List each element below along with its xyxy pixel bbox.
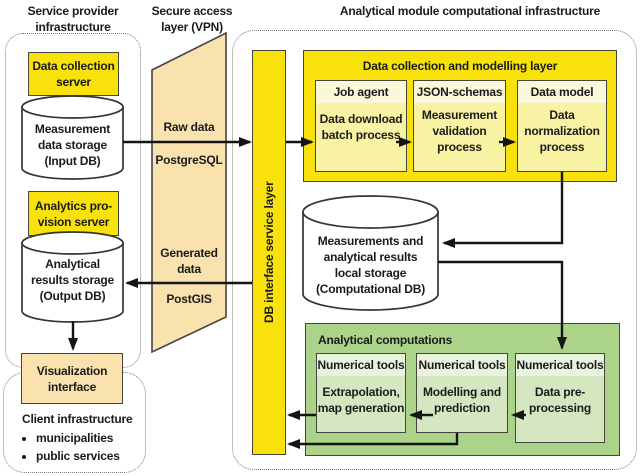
postgis-label: PostGIS (166, 292, 212, 306)
data-preprocessing-body: Data pre- processing (528, 385, 592, 415)
analytical-module-boundary (232, 30, 637, 470)
vpn-parallelogram (151, 31, 227, 354)
analytical-computations-title: Analytical computations (318, 333, 453, 347)
raw-data-label: Raw data (163, 120, 215, 134)
modelling-layer-title: Data collection and modelling layer (362, 59, 558, 73)
data-collection-server-label: Data collection server (32, 59, 115, 89)
data-preprocessing-header: Numerical tools (516, 354, 604, 376)
extrapolation-tools-header: Numerical tools (317, 354, 405, 376)
data-model-box: Data model Data normalization process (517, 80, 607, 172)
json-schemas-header: JSON-schemas (414, 81, 505, 103)
json-schemas-body: Measurement validation process (421, 108, 498, 154)
extrapolation-tools-body: Extrapolation, map generation (317, 385, 405, 415)
data-model-body: Data normalization process (524, 108, 600, 154)
input-db-label: Measurement data storage (Input DB) (34, 122, 111, 168)
secure-access-title: Secure access layer (VPN) (151, 4, 233, 34)
service-provider-title: Service provider infrastructure (27, 4, 119, 34)
data-collection-server-box: Data collection server (28, 52, 119, 96)
analytical-module-title: Analytical module computational infrastr… (339, 4, 601, 18)
visualization-interface-box: Visualization interface (21, 353, 123, 404)
modelling-prediction-header: Numerical tools (417, 354, 507, 376)
generated-data-label: Generated data (160, 246, 218, 276)
job-agent-header: Job agent (316, 81, 406, 103)
client-list-item: public services (36, 447, 120, 465)
computational-db-label: Measurements and analytical results loca… (315, 234, 426, 296)
json-schemas-box: JSON-schemas Measurement validation proc… (413, 80, 506, 172)
visualization-interface-label: Visualization interface (36, 363, 108, 394)
db-interface-service-layer-label: DB interface service layer (262, 181, 276, 324)
input-db-cylinder (21, 95, 124, 180)
output-db-cylinder (21, 231, 124, 323)
modelling-prediction-box: Numerical tools Modelling and prediction (416, 353, 508, 433)
output-db-label: Analytical results storage (Output DB) (30, 257, 115, 303)
computational-db-cylinder (302, 195, 439, 311)
client-list-item: municipalities (36, 429, 120, 447)
modelling-prediction-body: Modelling and prediction (422, 385, 502, 415)
analytics-provision-server-label: Analytics pro- vision server (34, 198, 113, 229)
postgresql-label: PostgreSQL (155, 153, 223, 167)
analytics-provision-server-box: Analytics pro- vision server (28, 191, 119, 236)
data-preprocessing-box: Numerical tools Data pre- processing (515, 353, 605, 443)
extrapolation-tools-box: Numerical tools Extrapolation, map gener… (316, 353, 406, 433)
data-model-header: Data model (518, 81, 606, 103)
job-agent-body: Data download batch process (319, 112, 403, 142)
client-list: municipalities public services (22, 429, 120, 465)
db-interface-service-layer-bar: DB interface service layer (252, 50, 286, 455)
job-agent-box: Job agent Data download batch process (315, 80, 407, 172)
client-infrastructure-title: Client infrastructure (22, 412, 133, 426)
